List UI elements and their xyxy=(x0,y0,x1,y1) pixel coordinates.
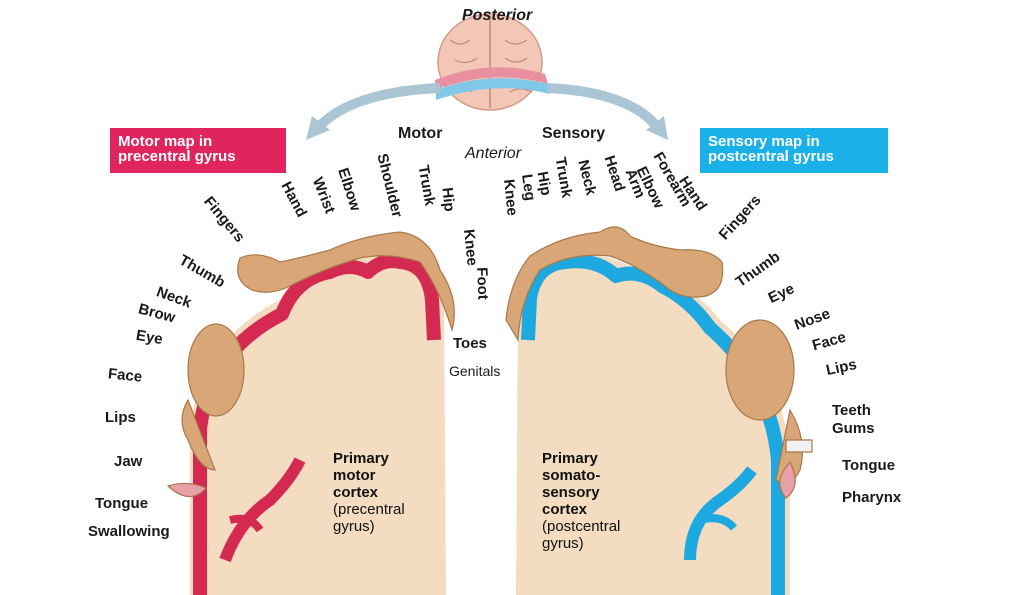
motor-map-line2: precentral gyrus xyxy=(118,148,236,165)
motor-cortex-l4: (precentral xyxy=(333,501,405,518)
sensory-cortex-l3: sensory xyxy=(542,484,600,501)
motor-cortex-l2: motor xyxy=(333,467,376,484)
sensory-map-line2: postcentral gyrus xyxy=(708,148,834,165)
motor-label-foot: Foot xyxy=(473,266,492,301)
sensory-cortex-l6: gyrus) xyxy=(542,535,584,552)
anterior-label: Anterior xyxy=(465,145,522,162)
sensory-label-knee: Knee xyxy=(499,178,521,217)
motor-label-swallowing: Swallowing xyxy=(88,523,170,540)
sensory-cortex-l1: Primary xyxy=(542,450,598,467)
sensory-cortex-l2: somato- xyxy=(542,467,601,484)
sensory-map-line1: Sensory map in xyxy=(708,133,820,150)
arrow-to-sensory-map xyxy=(547,83,662,132)
posterior-label: Posterior xyxy=(462,7,533,24)
motor-label-toes: Toes xyxy=(453,335,487,352)
motor-label-lips: Lips xyxy=(105,409,136,426)
sensory-cortex-caption: Primary somato- sensory cortex (postcent… xyxy=(542,450,620,552)
motor-homunculus xyxy=(166,231,455,498)
motor-cortex-l5: gyrus) xyxy=(333,518,375,535)
motor-map-box: Motor map in precentral gyrus xyxy=(110,128,286,173)
motor-label-genitals: Genitals xyxy=(449,363,501,379)
motor-map-line1: Motor map in xyxy=(118,133,213,150)
motor-cortex-caption: Primary motor cortex (precentral gyrus) xyxy=(333,450,405,535)
motor-label-face: Face xyxy=(107,365,143,386)
sensory-label-hip: Hip xyxy=(533,170,555,197)
sensory-label-gums: Gums xyxy=(832,420,875,437)
motor-label-eye: Eye xyxy=(134,326,164,349)
brain-top-view xyxy=(435,13,550,111)
motor-cortex-section xyxy=(190,254,446,595)
motor-label-hip: Hip xyxy=(438,186,458,213)
sensory-cortex-l5: (postcentral xyxy=(542,518,621,535)
sensory-cortex-l4: cortex xyxy=(542,501,588,518)
motor-heading: Motor xyxy=(398,125,443,142)
sensory-heading: Sensory xyxy=(542,125,606,142)
sensory-homunculus xyxy=(505,226,813,499)
motor-label-knee: Knee xyxy=(459,228,481,267)
sensory-map-box: Sensory map in postcentral gyrus xyxy=(700,128,888,173)
motor-cortex-l3: cortex xyxy=(333,484,379,501)
sensory-label-tongue: Tongue xyxy=(842,457,896,474)
sensory-label-teeth: Teeth xyxy=(832,402,871,419)
sensory-label-pharynx: Pharynx xyxy=(842,489,902,506)
motor-cortex-l1: Primary xyxy=(333,450,389,467)
motor-label-jaw: Jaw xyxy=(114,453,143,470)
arrow-to-motor-map xyxy=(314,83,441,132)
motor-label-tongue: Tongue xyxy=(95,495,149,512)
